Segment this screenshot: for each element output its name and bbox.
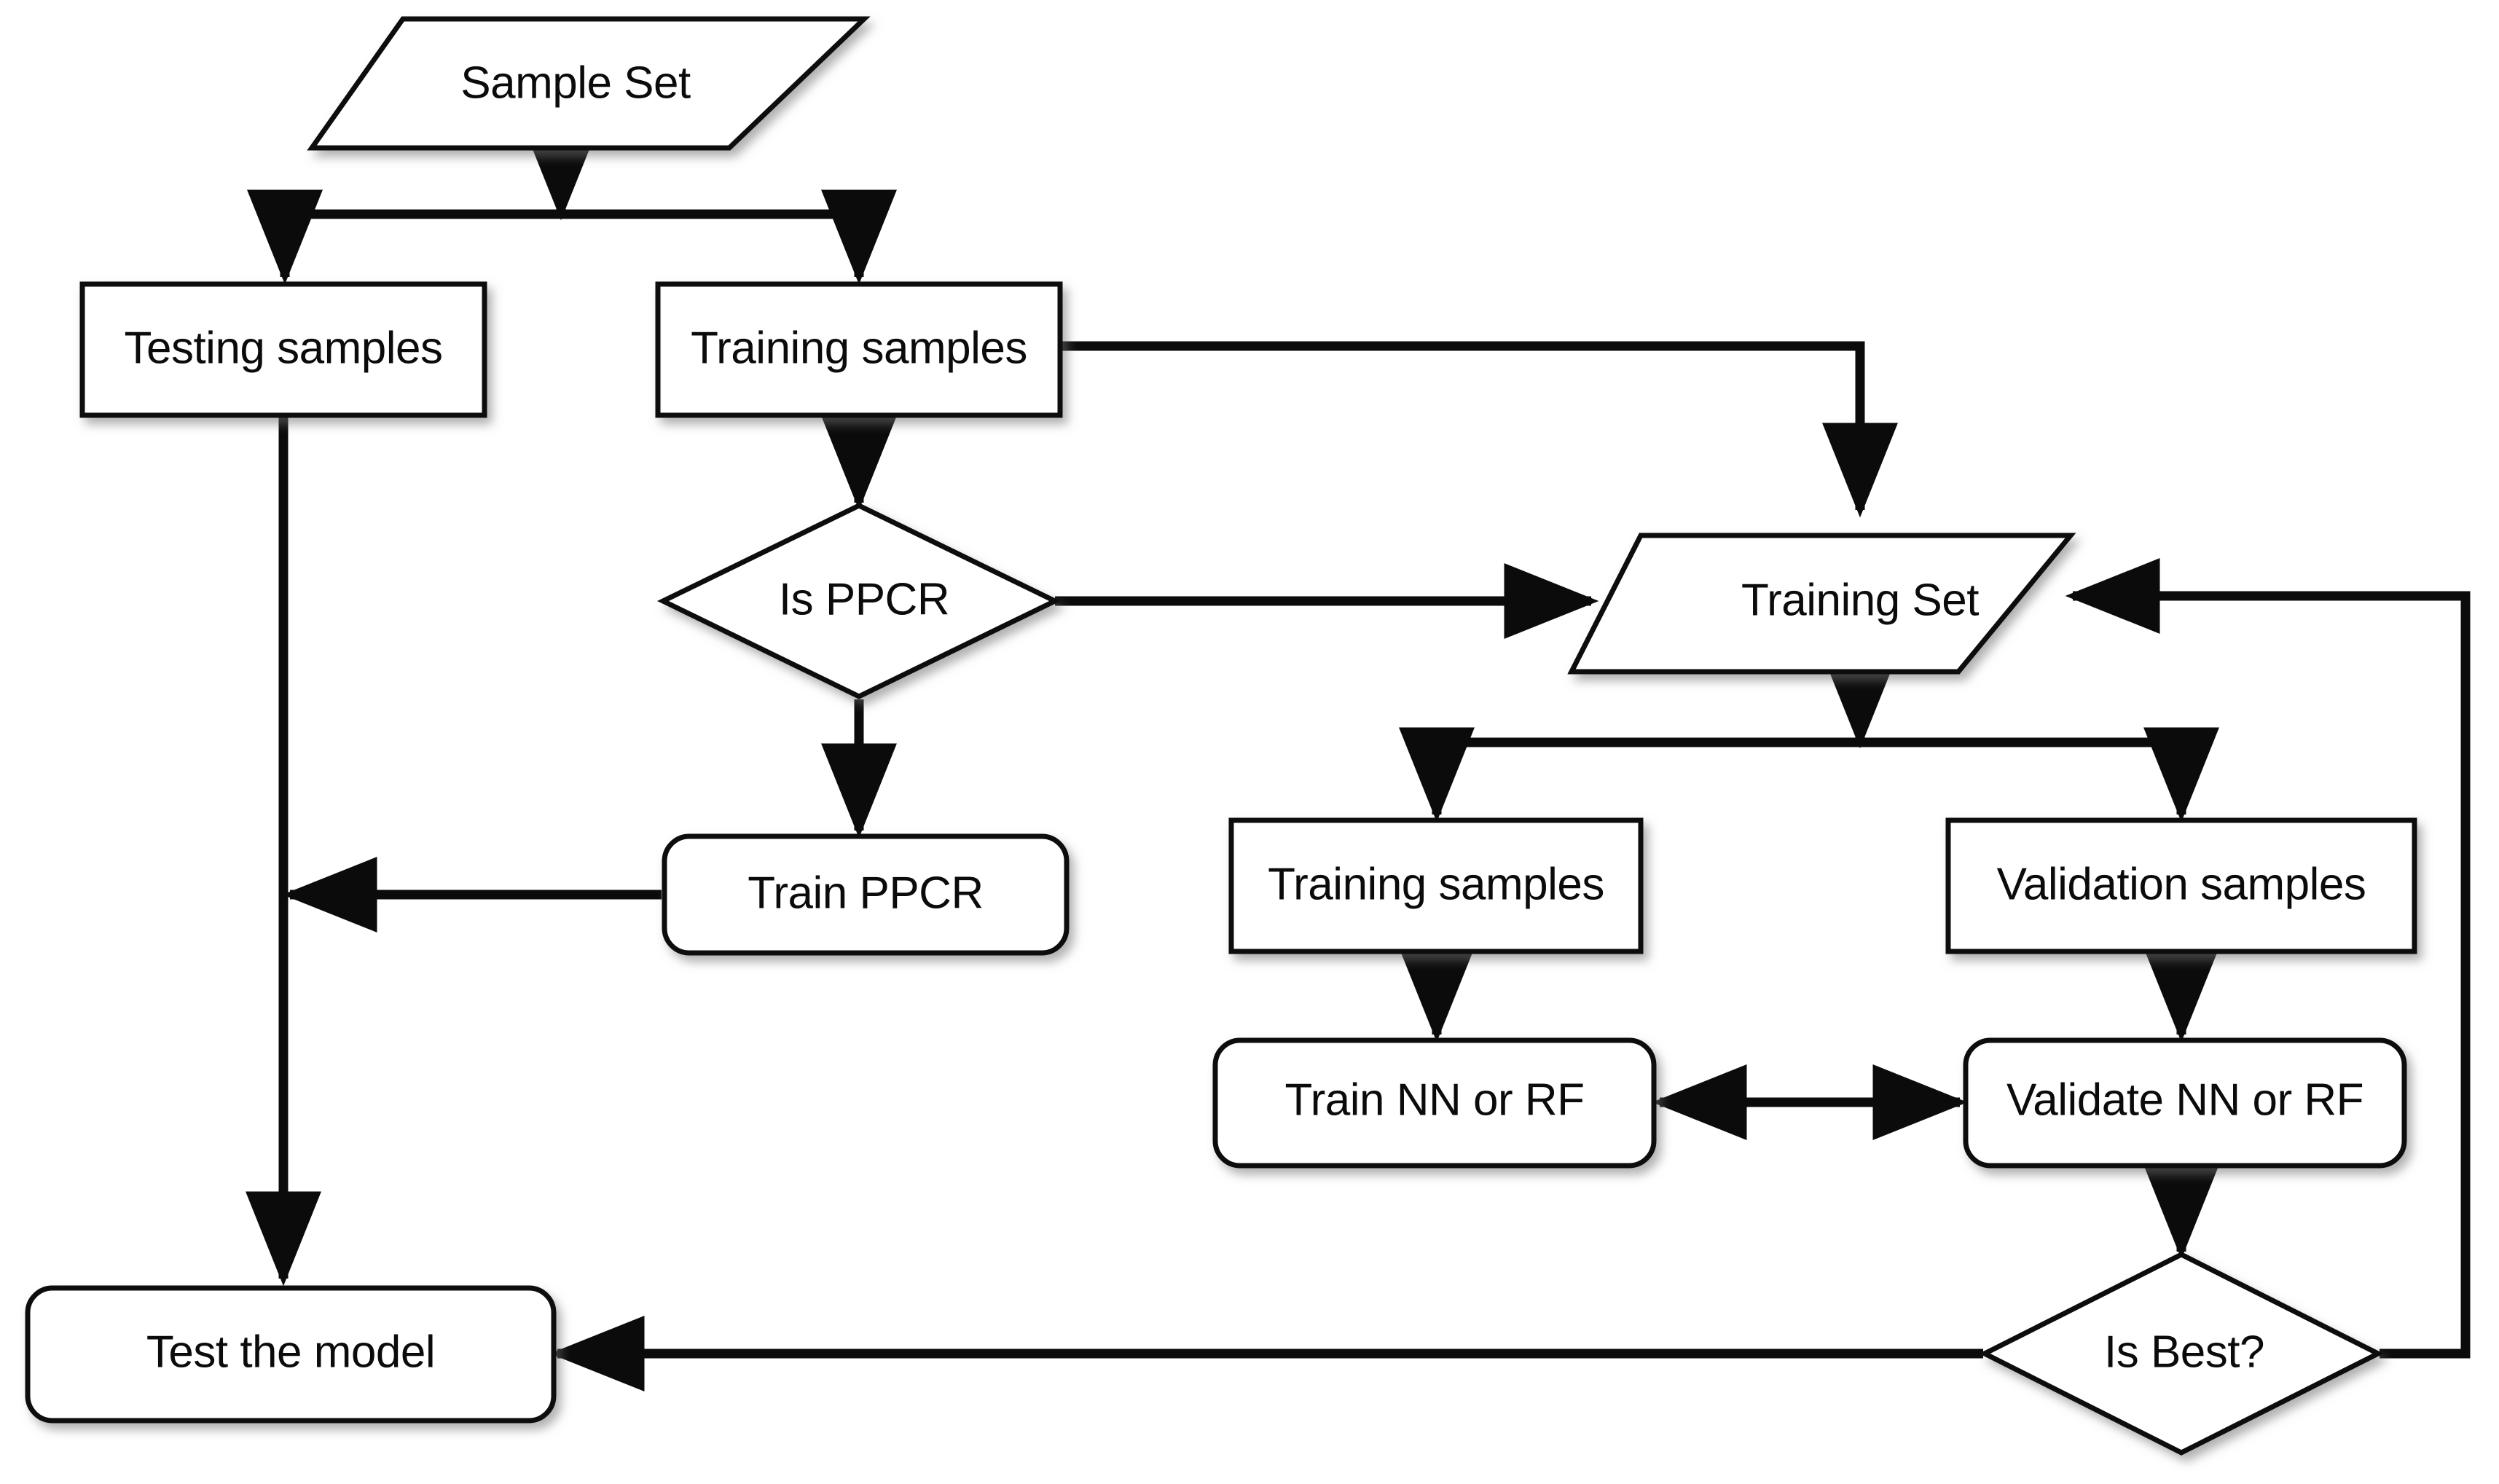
node-training-set[interactable]: Training Set (1567, 533, 2076, 675)
node-validate-nn-rf[interactable]: Validate NN or RF (1963, 1037, 2407, 1169)
is-ppcr-shape (657, 503, 1061, 699)
node-training-samples-2[interactable]: Training samples (1228, 817, 1644, 954)
node-testing-samples[interactable]: Testing samples (79, 281, 487, 418)
train-ppcr-label: Train PPCR (748, 868, 983, 918)
node-training-samples[interactable]: Training samples (655, 281, 1063, 418)
node-layer: Sample Set Testing samples Training samp… (25, 16, 2417, 1456)
train-nn-rf-label: Train NN or RF (1285, 1075, 1585, 1125)
train-nn-rf-shape (1212, 1037, 1657, 1169)
node-validation-samples[interactable]: Validation samples (1945, 817, 2417, 954)
training-set-label: Training Set (1741, 575, 1979, 625)
validation-samples-shape (1945, 817, 2417, 954)
node-sample-set[interactable]: Sample Set (307, 16, 871, 151)
validate-nn-rf-shape (1963, 1037, 2407, 1169)
validation-samples-label: Validation samples (1997, 859, 2366, 909)
node-is-ppcr[interactable]: Is PPCR (657, 503, 1061, 699)
edge-is-best-to-training-set-loop (2065, 558, 2471, 1359)
training-set-shape (1567, 533, 2076, 675)
sample-set-shape (307, 16, 871, 151)
train-ppcr-shape (662, 833, 1070, 956)
validate-nn-rf-label: Validate NN or RF (2006, 1075, 2363, 1125)
training-samples-shape (655, 281, 1063, 418)
node-test-the-model[interactable]: Test the model (25, 1285, 557, 1424)
testing-samples-label: Testing samples (124, 323, 442, 373)
training-samples-label: Training samples (691, 323, 1027, 373)
edge-training-samples-to-training-set (1060, 341, 1898, 518)
testing-samples-shape (79, 281, 487, 418)
node-is-best[interactable]: Is Best? (1979, 1252, 2384, 1456)
connector-layer (246, 125, 2471, 1391)
node-train-ppcr[interactable]: Train PPCR (662, 833, 1070, 956)
sample-set-label: Sample Set (460, 58, 691, 108)
test-the-model-shape (25, 1285, 557, 1424)
is-best-shape (1979, 1252, 2384, 1456)
training-samples-2-label: Training samples (1268, 859, 1604, 909)
training-samples-2-shape (1228, 817, 1644, 954)
test-the-model-label: Test the model (146, 1327, 435, 1377)
is-best-label: Is Best? (2104, 1327, 2264, 1377)
node-train-nn-rf[interactable]: Train NN or RF (1212, 1037, 1657, 1169)
is-ppcr-label: Is PPCR (779, 574, 949, 624)
